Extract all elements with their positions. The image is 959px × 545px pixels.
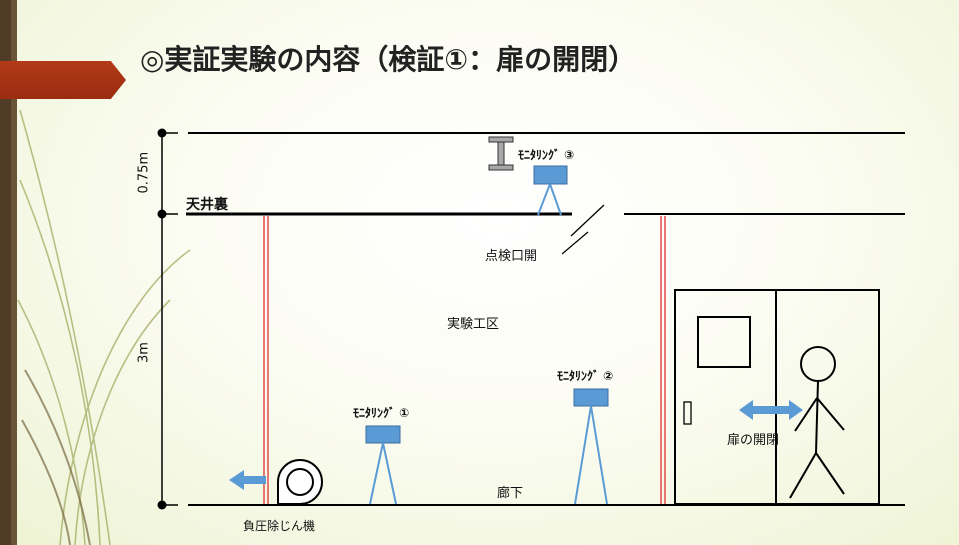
- person-icon: [789, 346, 845, 499]
- monitoring-device-3: [533, 165, 568, 216]
- inspection-opening-label: 点検口開: [485, 249, 538, 264]
- negative-pressure-unit-icon: [229, 458, 323, 505]
- decorative-swooshes: [17, 109, 191, 545]
- title-ribbon: [0, 61, 126, 99]
- ceiling-space-label: 天井裏: [186, 197, 228, 213]
- partition-wall-right: [660, 216, 666, 504]
- i-beam-icon: [488, 136, 514, 171]
- door-open-close-label: 扉の開閉: [727, 433, 780, 448]
- work-area-label: 実験工区: [447, 317, 500, 332]
- double-door: [674, 289, 880, 505]
- decorative-swooshes-dark: [21, 369, 91, 545]
- monitoring-device-2: [573, 388, 609, 505]
- monitoring-2-label: ﾓﾆﾀﾘﾝｸﾞ ②: [557, 369, 614, 383]
- door-open-close-arrow: [739, 400, 803, 420]
- inspection-hatch: [570, 204, 605, 237]
- dimension-label-top: 0.75m: [136, 151, 152, 194]
- monitoring-device-1: [365, 425, 401, 505]
- decorative-left-bar-edge: [11, 0, 17, 545]
- negative-pressure-unit-label: 負圧除じん機: [243, 519, 316, 533]
- inspection-leader: [561, 231, 589, 255]
- partition-wall-left: [263, 216, 269, 504]
- monitoring-1-label: ﾓﾆﾀﾘﾝｸﾞ ①: [353, 406, 410, 420]
- dimension-label-room: 3m: [136, 342, 152, 363]
- corridor-label: 廊下: [497, 486, 524, 501]
- monitoring-3-label: ﾓﾆﾀﾘﾝｸﾞ ③: [518, 148, 575, 162]
- slide-title: ◎実証実験の内容（検証①：扉の開閉）: [140, 43, 637, 76]
